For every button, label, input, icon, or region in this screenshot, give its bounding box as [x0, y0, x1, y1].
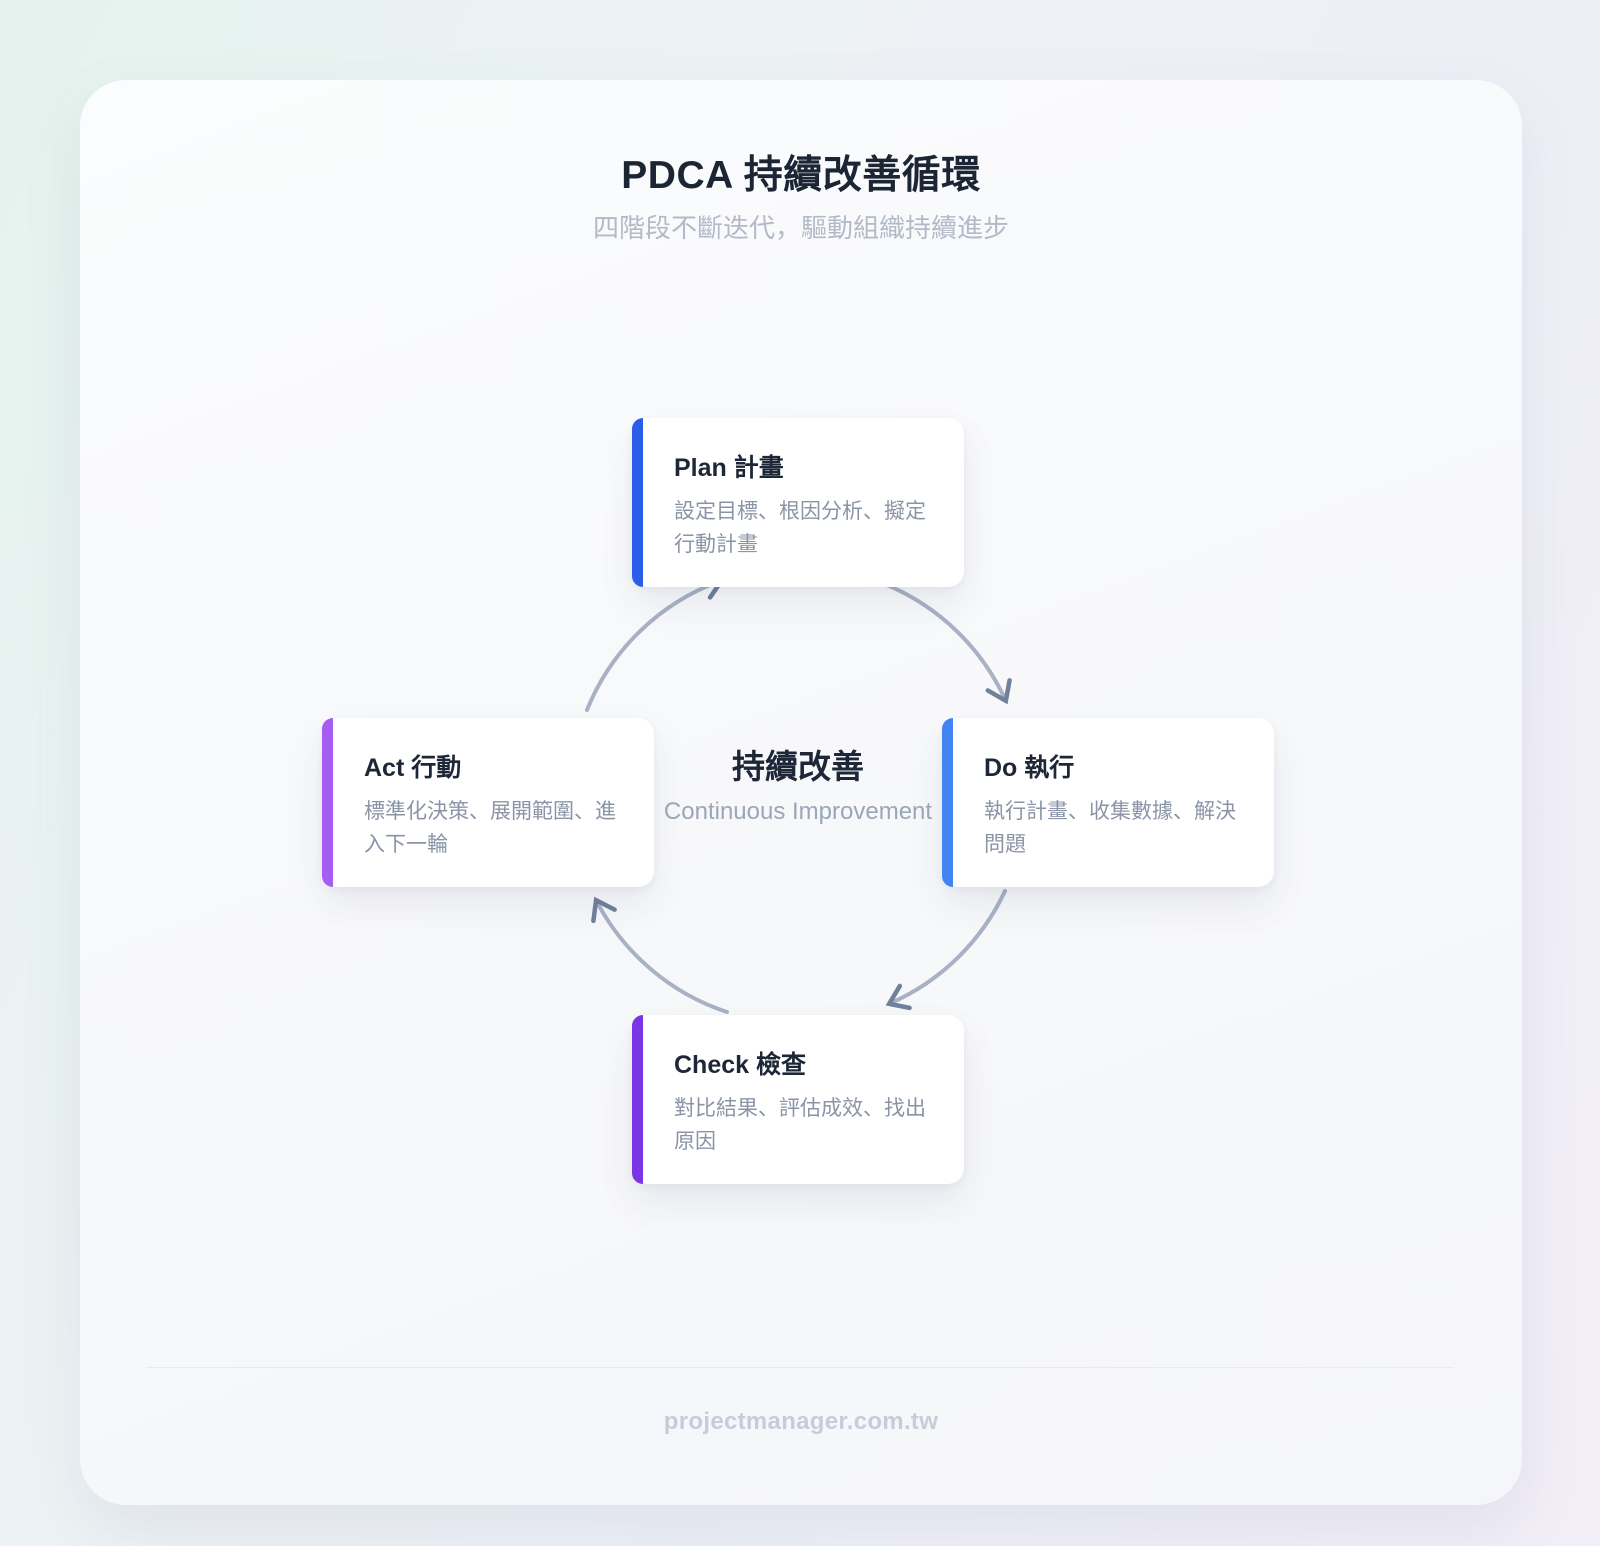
stage-description-check: 對比結果、評估成效、找出原因	[674, 1097, 926, 1153]
stage-card-plan: Plan 計畫 設定目標、根因分析、擬定行動計畫	[632, 418, 964, 588]
page-subtitle: 四階段不斷迭代，驅動組織持續進步	[592, 213, 1009, 243]
page-title: PDCA 持續改善循環	[621, 154, 981, 197]
stage-accent-bar-plan	[632, 418, 643, 588]
arrow-plan-to-do	[885, 583, 1012, 705]
cycle-center-label: 持續改善 Continuous Improvement	[598, 740, 998, 826]
cycle-center-subtitle: Continuous Improvement	[663, 798, 933, 825]
footer-divider	[146, 1367, 1454, 1368]
stage-description-act: 標準化決策、展開範圍、進入下一輪	[364, 800, 616, 856]
arrow-act-to-plan	[585, 572, 726, 712]
stage-description-do: 執行計畫、收集數據、解決問題	[984, 800, 1236, 856]
stage-accent-bar-do	[942, 718, 953, 888]
footer-website: projectmanager.com.tw	[663, 1408, 939, 1435]
stage-accent-bar-act	[322, 718, 333, 888]
stage-title-do: Do 執行	[984, 754, 1075, 782]
arrow-do-to-check	[885, 889, 1007, 1011]
stage-title-plan: Plan 計畫	[674, 454, 784, 482]
stage-title-act: Act 行動	[364, 754, 462, 782]
cycle-center-title: 持續改善	[732, 748, 864, 785]
stage-title-check: Check 檢查	[674, 1051, 806, 1079]
arrow-check-to-act	[591, 896, 729, 1014]
stage-accent-bar-check	[632, 1015, 643, 1185]
stage-card-do: Do 執行 執行計畫、收集數據、解決問題	[942, 718, 1274, 888]
stage-card-act: Act 行動 標準化決策、展開範圍、進入下一輪	[322, 718, 654, 888]
stage-description-plan: 設定目標、根因分析、擬定行動計畫	[674, 500, 926, 556]
stage-card-check: Check 檢查 對比結果、評估成效、找出原因	[632, 1015, 964, 1185]
infographic-panel: PDCA 持續改善循環 四階段不斷迭代，驅動組織持續進步 Plan 計畫 設定目…	[80, 80, 1522, 1505]
